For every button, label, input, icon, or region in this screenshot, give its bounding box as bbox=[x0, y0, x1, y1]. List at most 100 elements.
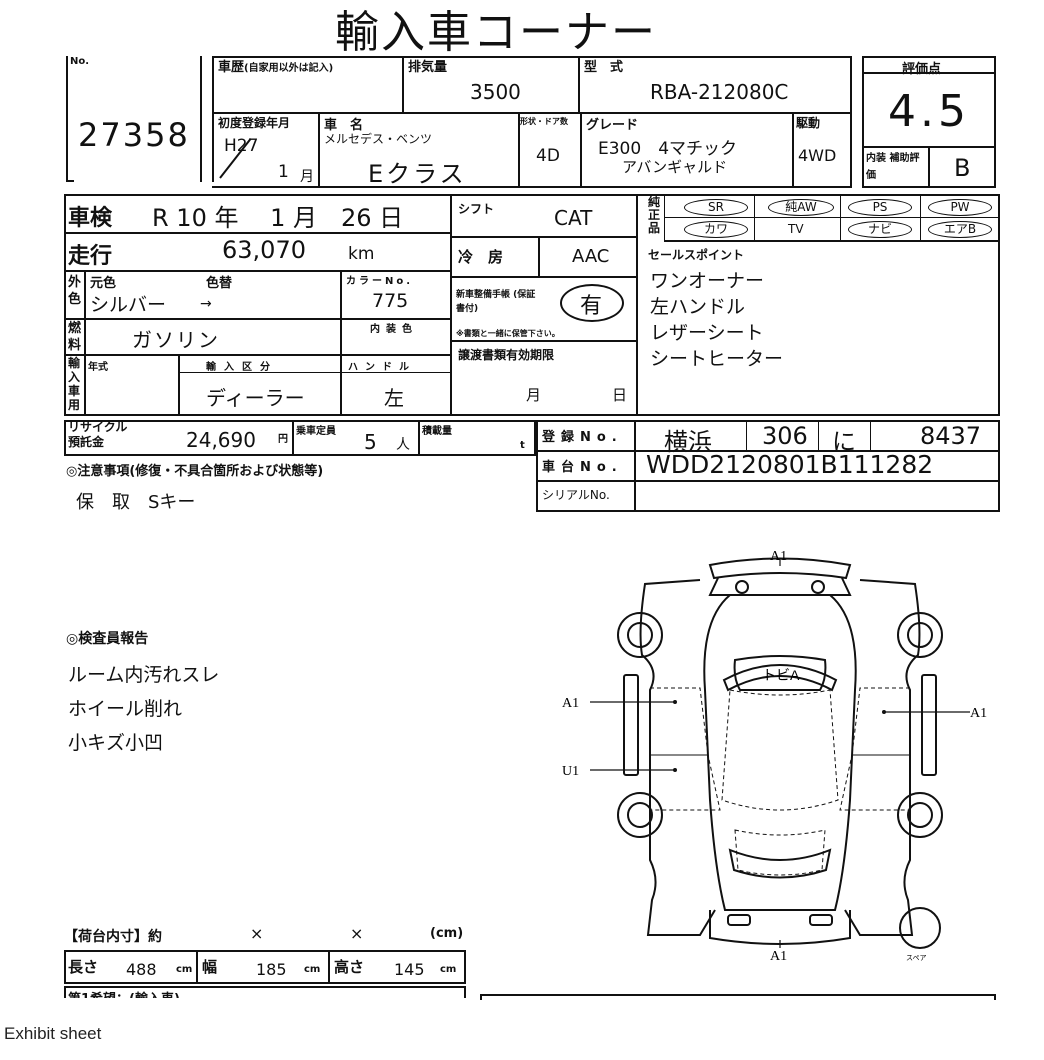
fuel-label: 燃料 bbox=[68, 321, 82, 353]
diagram-mark-under: U1 bbox=[562, 764, 579, 779]
ac-value: AAC bbox=[572, 246, 610, 267]
first-reg-year: H27 bbox=[224, 136, 259, 156]
exterior-label: 外色 bbox=[68, 275, 82, 307]
height-value: 145 bbox=[394, 960, 425, 979]
car-damage-diagram: トビA A1 A1 A1 U1 A1 スペア bbox=[562, 549, 987, 964]
cutoff-text: 第1希望：(輸入車) bbox=[68, 988, 180, 998]
manual-label: 新車整備手帳 (保証書付) bbox=[456, 290, 536, 314]
width-label: 幅 bbox=[202, 958, 218, 976]
transfer-month: 月 bbox=[526, 386, 542, 404]
score-value: 4.5 bbox=[888, 86, 970, 137]
displacement-label: 排気量 bbox=[408, 60, 448, 75]
equip-navi: ナビ bbox=[848, 221, 912, 238]
caption: Exhibit sheet bbox=[4, 1024, 102, 1043]
inspector-label: ◎検査員報告 bbox=[66, 631, 149, 647]
capacity-unit: 人 bbox=[396, 437, 410, 453]
interior-score: B bbox=[954, 154, 971, 182]
cargo-x-1: × bbox=[250, 924, 264, 943]
manual-circle bbox=[560, 284, 624, 322]
cargo-table bbox=[64, 950, 466, 984]
diagram-mark-left: A1 bbox=[562, 696, 579, 711]
mileage-unit: km bbox=[348, 244, 375, 264]
transfer-label: 譲渡書類有効期限 bbox=[458, 348, 555, 362]
first-reg-month-unit: 月 bbox=[300, 169, 314, 185]
length-unit: cm bbox=[176, 964, 193, 975]
sales-point-1: ワンオーナー bbox=[650, 270, 765, 292]
cargo-unit: (cm) bbox=[430, 926, 464, 941]
grade-line2: アバンギャルド bbox=[622, 158, 728, 176]
manual-note: ※書類と一緒に保管下さい。 bbox=[456, 329, 560, 338]
width-value: 185 bbox=[256, 960, 287, 979]
grade-line1: E300 4マチック bbox=[598, 139, 738, 159]
reg-class: 306 bbox=[762, 422, 808, 450]
inspection-label: 車検 bbox=[68, 206, 113, 231]
equip-aw: 純AW bbox=[768, 199, 834, 216]
inspection-value: R 10 年 1 月 26 日 bbox=[152, 204, 404, 232]
drive-label: 駆動 bbox=[796, 116, 821, 130]
fuel-value: ガソリン bbox=[132, 328, 220, 352]
displacement-value: 3500 bbox=[470, 80, 521, 104]
ac-label: 冷 房 bbox=[458, 248, 504, 266]
notes-value: 保 取 Sキー bbox=[76, 492, 196, 513]
mileage-label: 走行 bbox=[68, 244, 113, 269]
reg-label: 登録No. bbox=[542, 430, 623, 445]
inspector-line-2: ホイール削れ bbox=[68, 698, 183, 720]
color-value: シルバー bbox=[90, 294, 167, 316]
registration-table bbox=[536, 420, 1000, 512]
history-label: 車歴(自家用以外は記入) bbox=[218, 60, 334, 75]
first-reg-label: 初度登録年月 bbox=[218, 116, 291, 130]
color-arrow: → bbox=[200, 296, 212, 312]
equip-tv: TV bbox=[788, 222, 804, 236]
shape-label: 形状・ドア数 bbox=[520, 117, 568, 126]
drive-value: 4WD bbox=[798, 146, 837, 165]
sales-point-3: レザーシート bbox=[650, 322, 764, 344]
length-label: 長さ bbox=[68, 958, 99, 976]
diagram-mark-right: A1 bbox=[970, 706, 987, 721]
recycle-label: リサイクル 預託金 bbox=[68, 420, 128, 449]
cargo-label: 【荷台内寸】約 bbox=[64, 929, 162, 945]
car-name: Eクラス bbox=[368, 160, 467, 188]
load-unit: t bbox=[520, 440, 525, 451]
sheet-title: 輸入車コーナー bbox=[335, 7, 657, 58]
recycle-yen: 円 bbox=[278, 434, 288, 445]
model-code: RBA-212080C bbox=[650, 80, 789, 104]
maker: メルセデス・ベンツ bbox=[324, 132, 433, 146]
manual-value: 有 bbox=[580, 294, 603, 319]
import-label: 輸入車用 bbox=[68, 356, 81, 412]
handle-label: ハンドル bbox=[348, 362, 416, 373]
equip-sr: SR bbox=[684, 199, 748, 216]
chassis-label: 車台No. bbox=[542, 460, 623, 475]
handle-value: 左 bbox=[384, 386, 404, 410]
mileage-value: 63,070 bbox=[222, 236, 306, 264]
reg-number: 8437 bbox=[920, 422, 982, 450]
notes-label: ◎注意事項(修復・不具合箇所および状態等) bbox=[66, 464, 324, 479]
interior-color-label: 内装色 bbox=[370, 324, 418, 335]
import-type: ディーラー bbox=[206, 386, 305, 410]
cargo-x-2: × bbox=[350, 924, 364, 943]
grade-label: グレード bbox=[586, 118, 639, 133]
length-value: 488 bbox=[126, 960, 157, 979]
diagram-mark-front: A1 bbox=[770, 549, 787, 564]
shift-label: シフト bbox=[458, 202, 495, 216]
diagram-mark-rear: A1 bbox=[770, 949, 787, 964]
equip-leather: カワ bbox=[684, 221, 748, 238]
vehicle-info-table bbox=[64, 194, 1000, 416]
cutoff-row: 第1希望：(輸入車) bbox=[64, 986, 466, 998]
sales-points-label: セールスポイント bbox=[648, 248, 745, 262]
color-no: 775 bbox=[372, 290, 409, 312]
equip-label: 純正品 bbox=[648, 195, 661, 235]
car-name-label: 車 名 bbox=[324, 118, 364, 133]
orig-color-label: 元色 bbox=[90, 276, 117, 291]
recycle-row bbox=[64, 420, 536, 456]
chassis-number: WDD2120801B111282 bbox=[646, 450, 934, 479]
import-type-label: 輸入区分 bbox=[206, 362, 278, 373]
capacity-label: 乗車定員 bbox=[296, 426, 336, 437]
color-no-label: カラーNo. bbox=[346, 276, 414, 287]
recycle-value: 24,690 bbox=[186, 428, 256, 452]
year-label: 年式 bbox=[88, 362, 108, 373]
inspector-line-3: 小キズ小凹 bbox=[68, 732, 164, 754]
doors: 4D bbox=[536, 146, 560, 166]
load-label: 積載量 bbox=[422, 426, 452, 437]
equip-airbag: エアB bbox=[928, 221, 992, 238]
